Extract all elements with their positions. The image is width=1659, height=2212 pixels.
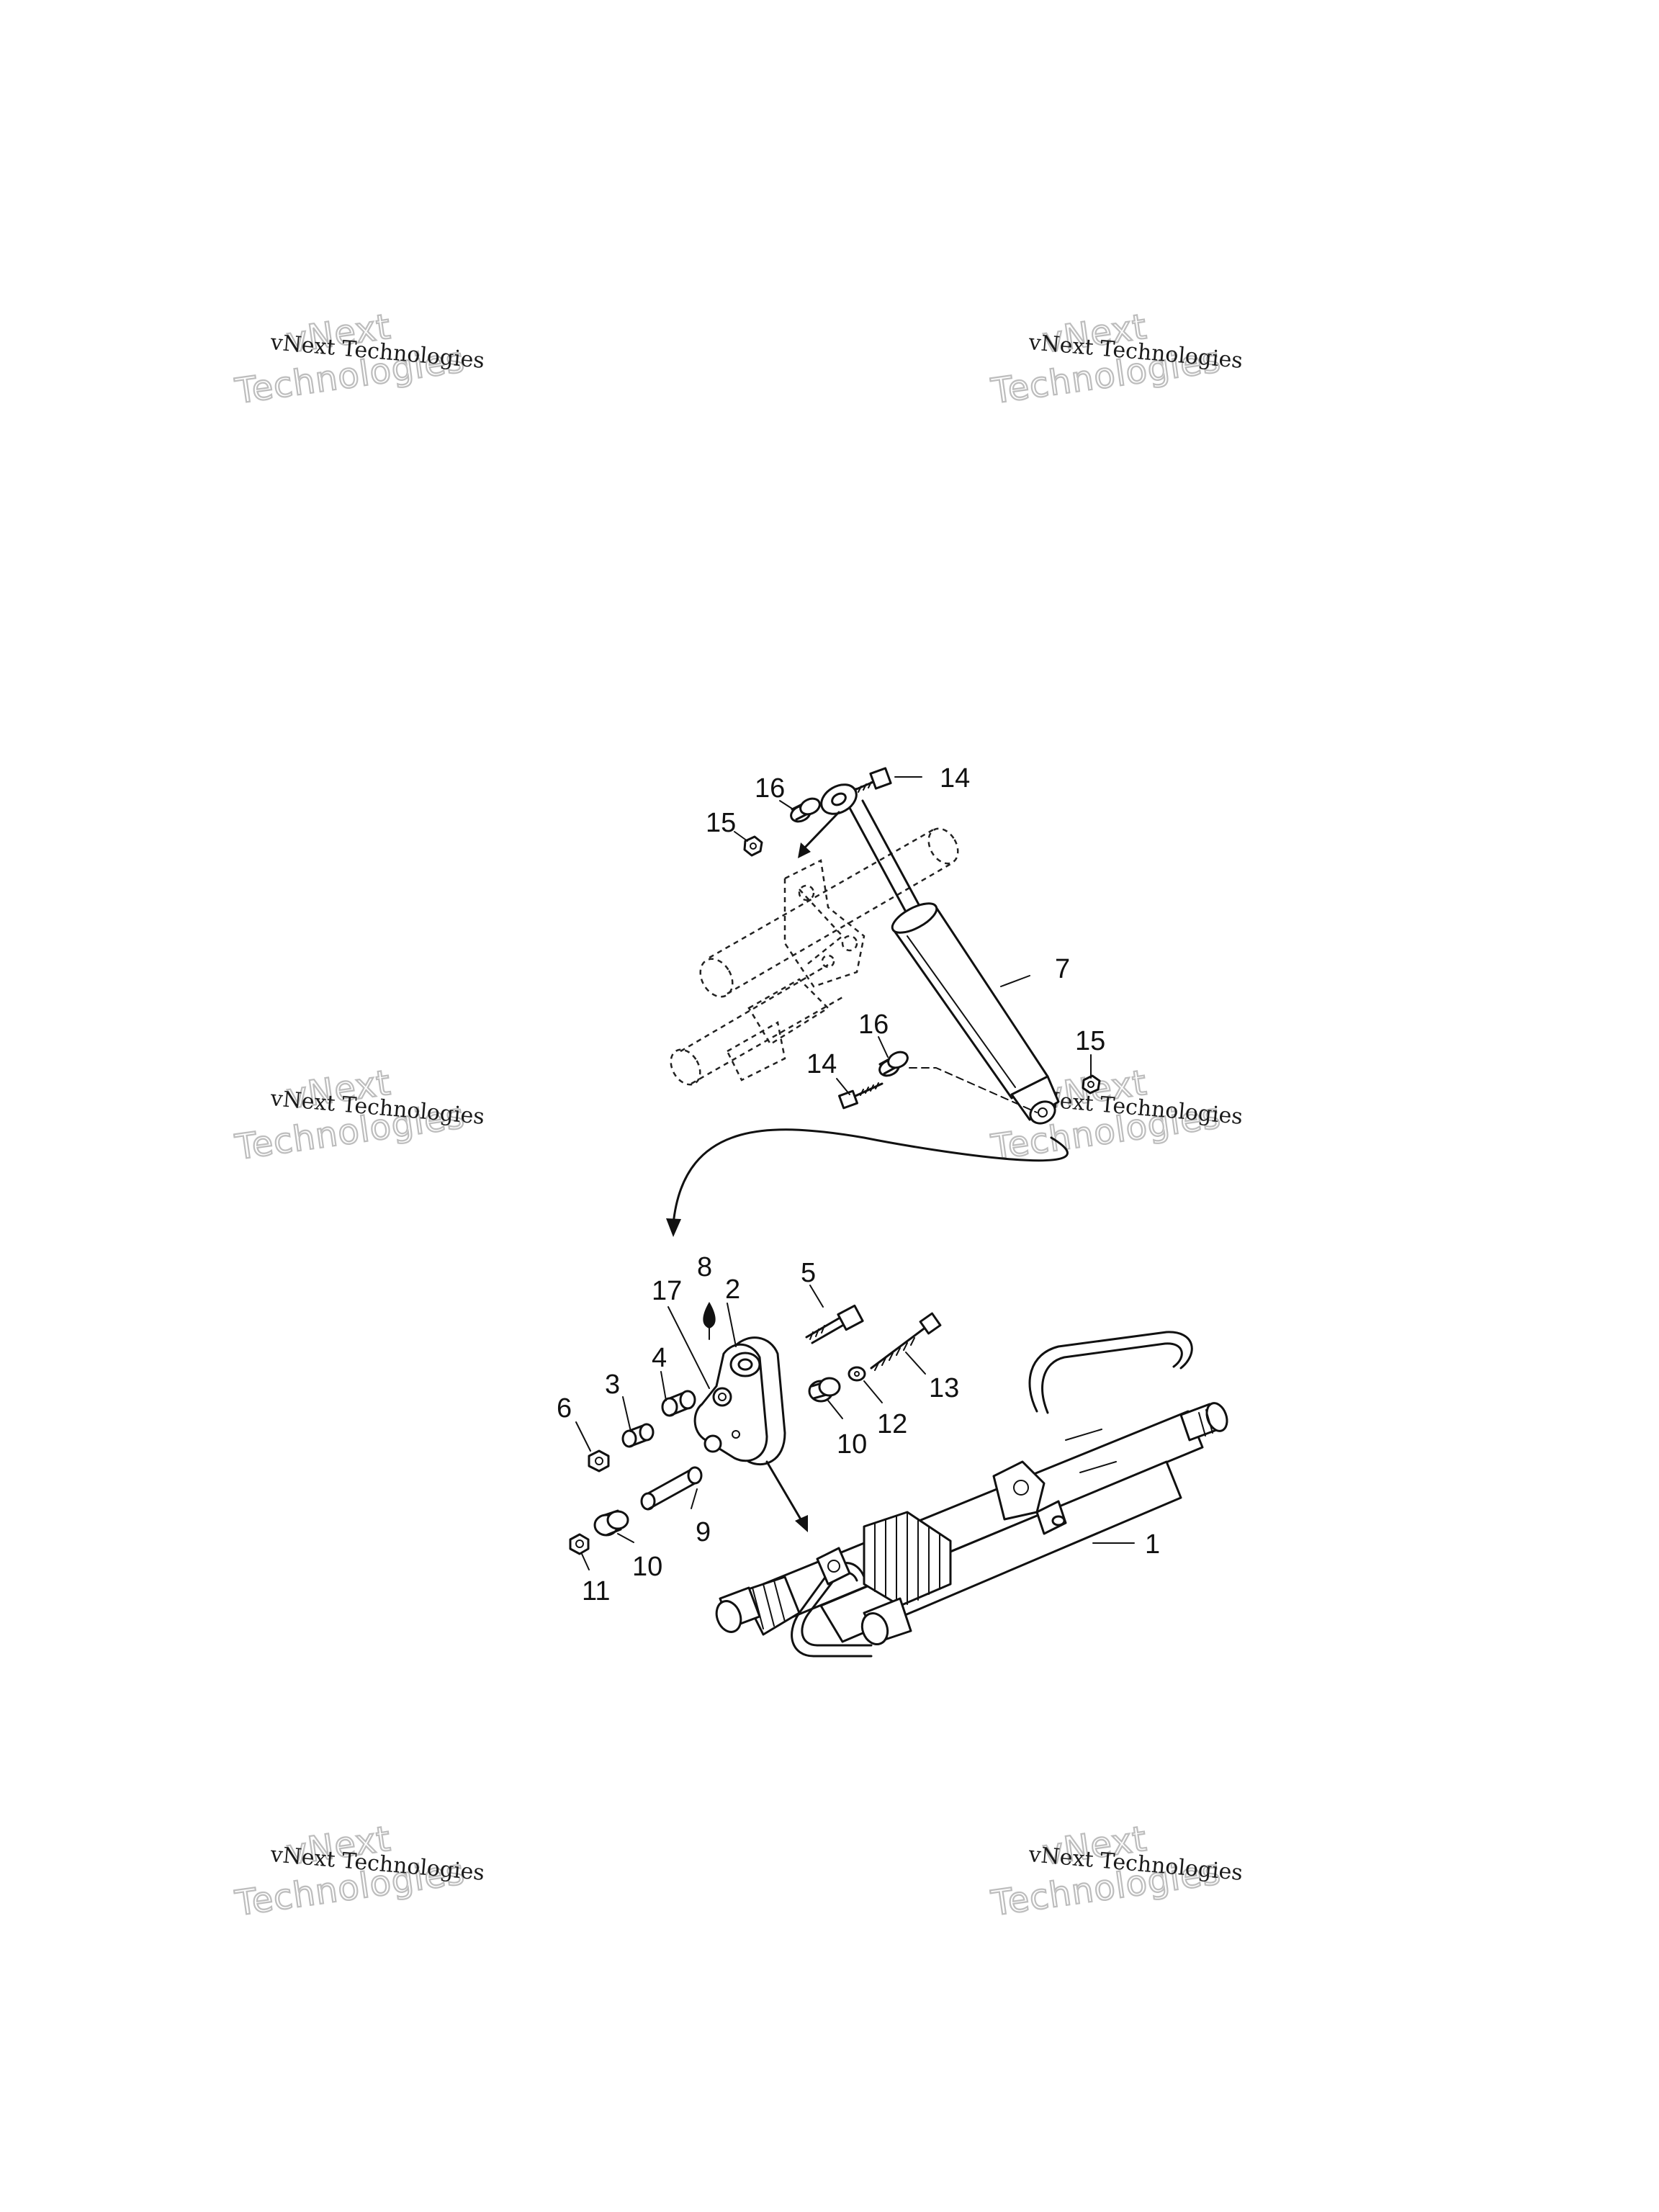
callout-2: 2 [725, 1274, 740, 1305]
callout-14: 14 [806, 1049, 837, 1079]
callouts: 14 16 15 7 16 14 15 8 17 2 5 4 3 6 13 12… [557, 763, 1160, 1606]
grease-fitting [703, 1302, 716, 1340]
callout-14: 14 [940, 763, 970, 793]
callout-12: 12 [877, 1409, 907, 1439]
callout-15: 15 [706, 808, 736, 838]
callout-5: 5 [801, 1258, 816, 1288]
callout-17: 17 [652, 1276, 682, 1306]
spacer-lower [878, 1051, 909, 1077]
callout-13: 13 [929, 1373, 959, 1403]
nut-11 [569, 1533, 590, 1555]
bushing-10-lower [593, 1509, 629, 1537]
callout-10: 10 [837, 1429, 867, 1460]
rocker-arm [693, 1336, 786, 1466]
bolt-5 [805, 1304, 864, 1344]
callout-7: 7 [1055, 954, 1070, 984]
callout-15: 15 [1075, 1026, 1105, 1056]
callout-10: 10 [632, 1552, 662, 1582]
arrow-curved [666, 1128, 1069, 1237]
nut-lower [1082, 1074, 1101, 1094]
callout-16: 16 [755, 773, 785, 804]
spacer-9 [640, 1466, 703, 1511]
nut-6 [588, 1449, 610, 1473]
arrow-lower [765, 1460, 808, 1532]
shock-absorber [820, 783, 1060, 1125]
spacer-3 [621, 1423, 655, 1448]
callout-4: 4 [652, 1343, 667, 1373]
frame-tubes-dashed [670, 827, 959, 1086]
swing-arm [715, 1331, 1228, 1658]
callout-6: 6 [557, 1393, 572, 1424]
bolt-13 [870, 1312, 942, 1371]
callout-9: 9 [696, 1517, 711, 1547]
callout-16: 16 [858, 1010, 889, 1040]
leader-lines [575, 776, 1135, 1570]
callout-11: 11 [582, 1576, 610, 1606]
callout-3: 3 [605, 1370, 620, 1400]
spacer-upper [790, 797, 821, 823]
spacer-4 [661, 1390, 696, 1417]
assembly-leader [909, 1067, 1038, 1113]
washer-12 [848, 1366, 866, 1382]
bushing-10-upper [808, 1377, 841, 1403]
callout-1: 1 [1145, 1529, 1160, 1560]
nut-upper [743, 835, 763, 857]
callout-8: 8 [697, 1252, 712, 1282]
bolt-lower [838, 1082, 884, 1110]
arrow-upper [798, 811, 840, 858]
